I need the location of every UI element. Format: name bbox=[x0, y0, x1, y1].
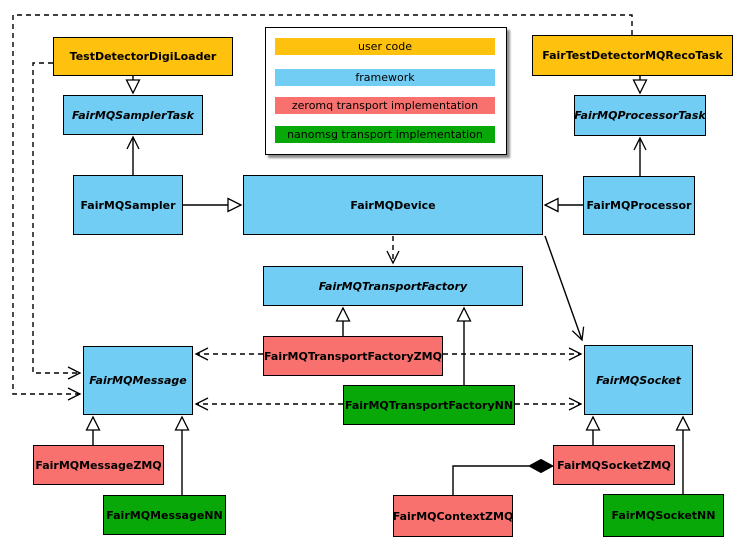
legend-item-nanomsg: nanomsg transport implementation bbox=[275, 126, 495, 143]
node-fairmqsampler: FairMQSampler bbox=[73, 175, 183, 235]
node-label: FairMQMessageZMQ bbox=[35, 458, 162, 472]
legend-box: user code framework zeromq transport imp… bbox=[265, 27, 507, 155]
legend-label: zeromq transport implementation bbox=[291, 99, 479, 112]
node-label: TestDetectorDigiLoader bbox=[69, 50, 217, 63]
legend-label: nanomsg transport implementation bbox=[287, 128, 483, 141]
node-fairmqtransportfactoryzmq: FairMQTransportFactoryZMQ bbox=[263, 336, 443, 376]
node-fairmqprocessor: FairMQProcessor bbox=[583, 176, 695, 235]
node-fairmqsocket: FairMQSocket bbox=[584, 345, 693, 415]
node-label: FairMQMessage bbox=[89, 374, 187, 387]
node-testdetectordigiloader: TestDetectorDigiLoader bbox=[53, 37, 233, 76]
node-fairtestdetectormqrecotask: FairTestDetectorMQRecoTask bbox=[532, 35, 733, 76]
node-fairmqmessage: FairMQMessage bbox=[83, 346, 193, 415]
node-fairmqmessagezmq: FairMQMessageZMQ bbox=[33, 445, 164, 485]
node-fairmqsamplertask: FairMQSamplerTask bbox=[63, 95, 203, 135]
node-label: FairMQContextZMQ bbox=[392, 509, 514, 523]
node-label: FairMQTransportFactoryNN bbox=[344, 398, 514, 412]
node-label: FairMQDevice bbox=[350, 198, 436, 212]
node-fairmqmessagenn: FairMQMessageNN bbox=[103, 495, 226, 535]
node-label: FairTestDetectorMQRecoTask bbox=[542, 49, 723, 62]
edge-digiloader-message bbox=[32, 62, 82, 380]
legend-label: framework bbox=[355, 71, 415, 84]
node-label: FairMQSamplerTask bbox=[72, 108, 194, 122]
node-label: FairMQProcessor bbox=[586, 199, 692, 212]
legend-item-zeromq: zeromq transport implementation bbox=[275, 97, 495, 114]
node-fairmqprocessortask: FairMQProcessorTask bbox=[574, 95, 706, 136]
node-label: FairMQSocket bbox=[596, 373, 681, 387]
node-fairmqsocketzmq: FairMQSocketZMQ bbox=[553, 445, 675, 485]
node-label: FairMQProcessorTask bbox=[574, 109, 706, 122]
edge-contextzmq-socketzmq bbox=[452, 465, 529, 495]
node-label: FairMQSampler bbox=[80, 198, 176, 212]
node-label: FairMQMessageNN bbox=[106, 508, 223, 522]
node-fairmqsocketnn: FairMQSocketNN bbox=[603, 494, 724, 537]
node-fairmqtransportfactorynn: FairMQTransportFactoryNN bbox=[343, 385, 515, 425]
node-label: FairMQSocketNN bbox=[611, 509, 716, 522]
legend-item-user-code: user code bbox=[275, 38, 495, 55]
legend-label: user code bbox=[357, 40, 413, 53]
edge-device-socket bbox=[544, 235, 585, 342]
edge-recotask-message bbox=[12, 14, 633, 401]
composition-diamond-icon bbox=[527, 458, 555, 474]
node-fairmqcontextzmq: FairMQContextZMQ bbox=[393, 495, 513, 537]
node-fairmqtransportfactory: FairMQTransportFactory bbox=[263, 266, 523, 306]
node-fairmqdevice: FairMQDevice bbox=[243, 175, 543, 235]
node-label: FairMQTransportFactoryZMQ bbox=[264, 349, 442, 363]
node-label: FairMQSocketZMQ bbox=[557, 458, 671, 472]
node-label: FairMQTransportFactory bbox=[318, 279, 468, 293]
legend-item-framework: framework bbox=[275, 69, 495, 86]
